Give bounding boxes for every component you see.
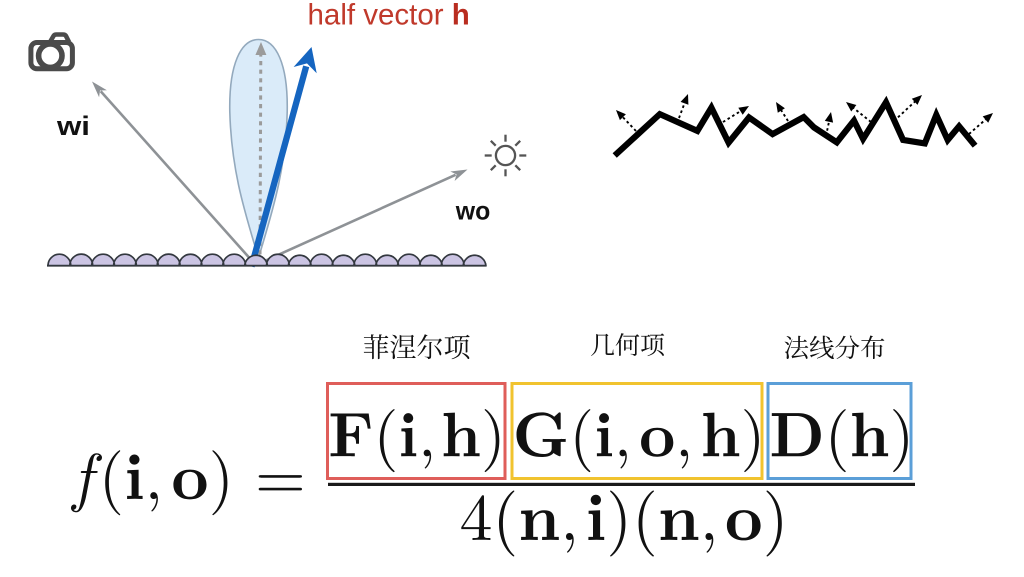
svg-text:wo: wo [455, 196, 490, 226]
svg-text:wi: wi [56, 111, 90, 141]
svg-text:half vector h: half vector h [308, 0, 470, 31]
